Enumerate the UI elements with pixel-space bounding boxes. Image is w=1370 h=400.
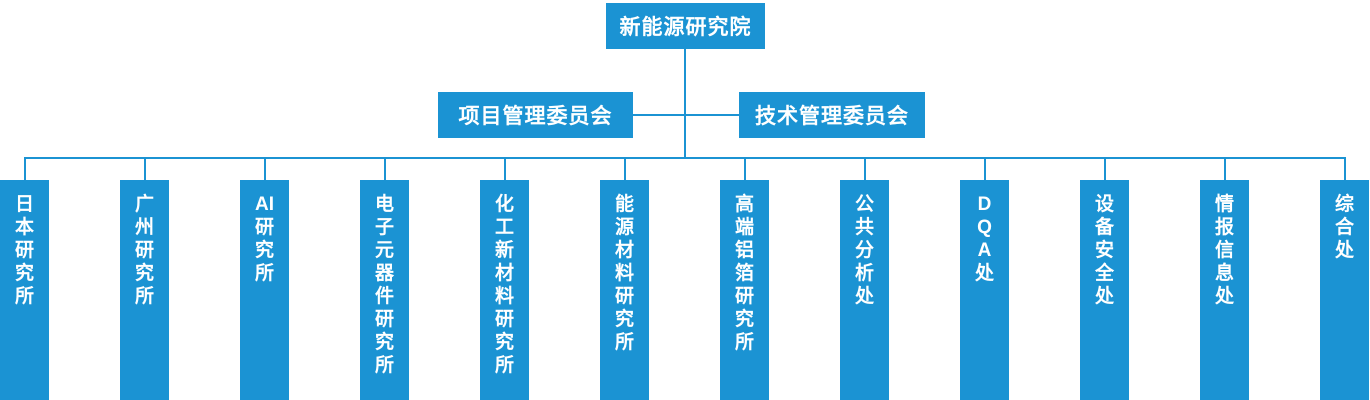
dept-equipment-safety-division[interactable]: 设备安全处 — [1080, 180, 1129, 400]
dept-label-line: 器 — [374, 263, 394, 284]
connector-drop-energy-materials-institute — [623, 157, 626, 182]
dept-label-line: 处 — [1094, 286, 1114, 307]
dept-public-analysis-division[interactable]: 公共分析处 — [840, 180, 889, 400]
dept-label-line: 安 — [1094, 240, 1114, 261]
dept-label-line: 研 — [14, 240, 34, 261]
dept-label-line: 情 — [1214, 194, 1234, 215]
dept-label-line: 究 — [614, 309, 634, 330]
dept-label-line: 备 — [1094, 217, 1114, 238]
committee-project-label: 项目管理委员会 — [458, 105, 613, 128]
root-connector-line — [684, 49, 686, 158]
dept-label-line: 所 — [254, 263, 274, 284]
dept-high-end-aluminum-foil-institute[interactable]: 高端铝箔研究所 — [720, 180, 769, 400]
dept-label-line: 研 — [734, 286, 754, 307]
dept-label-line: 化 — [494, 194, 514, 215]
dept-chemical-new-materials-institute[interactable]: 化工新材料研究所 — [480, 180, 529, 400]
dept-label-line: 处 — [1214, 286, 1234, 307]
dept-label-line: 全 — [1094, 263, 1114, 284]
dept-label-line: 材 — [494, 263, 514, 284]
dept-label-line: 共 — [854, 217, 874, 238]
dept-label-line: 处 — [974, 263, 994, 284]
dept-label-line: 所 — [374, 355, 394, 376]
committee-project-management[interactable]: 项目管理委员会 — [438, 92, 633, 138]
dept-label-line: 究 — [734, 309, 754, 330]
connector-drop-high-end-aluminum-foil-institute — [743, 157, 746, 182]
dept-energy-materials-institute[interactable]: 能源材料研究所 — [600, 180, 649, 400]
dept-label-line: 料 — [614, 263, 634, 284]
connector-drop-chemical-new-materials-institute — [503, 157, 506, 182]
dept-label-line: 端 — [734, 217, 754, 238]
dept-label-line: 合 — [1334, 217, 1354, 238]
dept-label-line: 源 — [614, 217, 634, 238]
dept-label-line: 所 — [134, 286, 154, 307]
dept-label-line: Q — [977, 217, 992, 238]
dept-label-line: 报 — [1214, 217, 1234, 238]
dept-label-line: 处 — [854, 286, 874, 307]
dept-label-line: 究 — [374, 332, 394, 353]
dept-label-line: 电 — [374, 194, 394, 215]
dept-label-line: D — [977, 194, 992, 215]
dept-label-line: 州 — [134, 217, 154, 238]
root-node[interactable]: 新能源研究院 — [606, 3, 765, 49]
dept-label-line: 能 — [614, 194, 634, 215]
dept-label-line: 设 — [1094, 194, 1114, 215]
dept-label-line: 新 — [494, 240, 514, 261]
dept-label-line: 广 — [134, 194, 154, 215]
dept-intelligence-information-division[interactable]: 情报信息处 — [1200, 180, 1249, 400]
dept-label-line: 所 — [14, 286, 34, 307]
connector-drop-ai-institute — [263, 157, 266, 182]
dept-label-line: 息 — [1214, 263, 1234, 284]
dept-label-line: 公 — [854, 194, 874, 215]
connector-drop-japan-institute — [23, 157, 26, 182]
dept-label-line: 日 — [14, 194, 34, 215]
dept-label-line: 研 — [134, 240, 154, 261]
dept-label-line: 件 — [374, 286, 394, 307]
dept-electronic-components-institute[interactable]: 电子元器件研究所 — [360, 180, 409, 400]
dept-label-line: 料 — [494, 286, 514, 307]
dept-label-line: 研 — [614, 286, 634, 307]
dept-label-line: 究 — [14, 263, 34, 284]
dept-label-line: 工 — [494, 217, 514, 238]
dept-label-line: 处 — [1334, 240, 1354, 261]
root-label: 新能源研究院 — [619, 16, 752, 39]
dept-label-line: 铝 — [734, 240, 754, 261]
dept-label-line: 研 — [374, 309, 394, 330]
dept-label-line: 箔 — [734, 263, 754, 284]
dept-label-line: 综 — [1334, 194, 1354, 215]
dept-label-line: 元 — [374, 240, 394, 261]
connector-drop-intelligence-information-division — [1223, 157, 1226, 182]
dept-label-line: 究 — [254, 240, 274, 261]
dept-label-line: A — [977, 240, 992, 261]
dept-label-line: 子 — [374, 217, 394, 238]
dept-label-line: 究 — [134, 263, 154, 284]
dept-label-line: 析 — [854, 263, 874, 284]
dept-label-line: 高 — [734, 194, 754, 215]
dept-label-line: 信 — [1214, 240, 1234, 261]
connector-drop-guangzhou-institute — [143, 157, 146, 182]
connector-drop-equipment-safety-division — [1103, 157, 1106, 182]
dept-label-line: 研 — [254, 217, 274, 238]
connector-drop-public-analysis-division — [863, 157, 866, 182]
dept-label-line: 究 — [494, 332, 514, 353]
dept-label-line: 材 — [614, 240, 634, 261]
dept-label-line: AI — [255, 194, 274, 215]
departments-bus-line — [24, 157, 1346, 159]
dept-japan-institute[interactable]: 日本研究所 — [0, 180, 49, 400]
connector-drop-general-division — [1343, 157, 1346, 182]
committee-connector-line — [633, 114, 739, 116]
dept-label-line: 所 — [494, 355, 514, 376]
dept-label-line: 研 — [494, 309, 514, 330]
dept-label-line: 所 — [614, 332, 634, 353]
committee-technology-label: 技术管理委员会 — [755, 105, 909, 128]
connector-drop-electronic-components-institute — [383, 157, 386, 182]
dept-label-line: 分 — [854, 240, 874, 261]
committee-technology-management[interactable]: 技术管理委员会 — [739, 92, 925, 138]
dept-label-line: 本 — [14, 217, 34, 238]
connector-drop-dqa-division — [983, 157, 986, 182]
dept-general-division[interactable]: 综合处 — [1320, 180, 1369, 400]
dept-guangzhou-institute[interactable]: 广州研究所 — [120, 180, 169, 400]
dept-label-line: 所 — [734, 332, 754, 353]
